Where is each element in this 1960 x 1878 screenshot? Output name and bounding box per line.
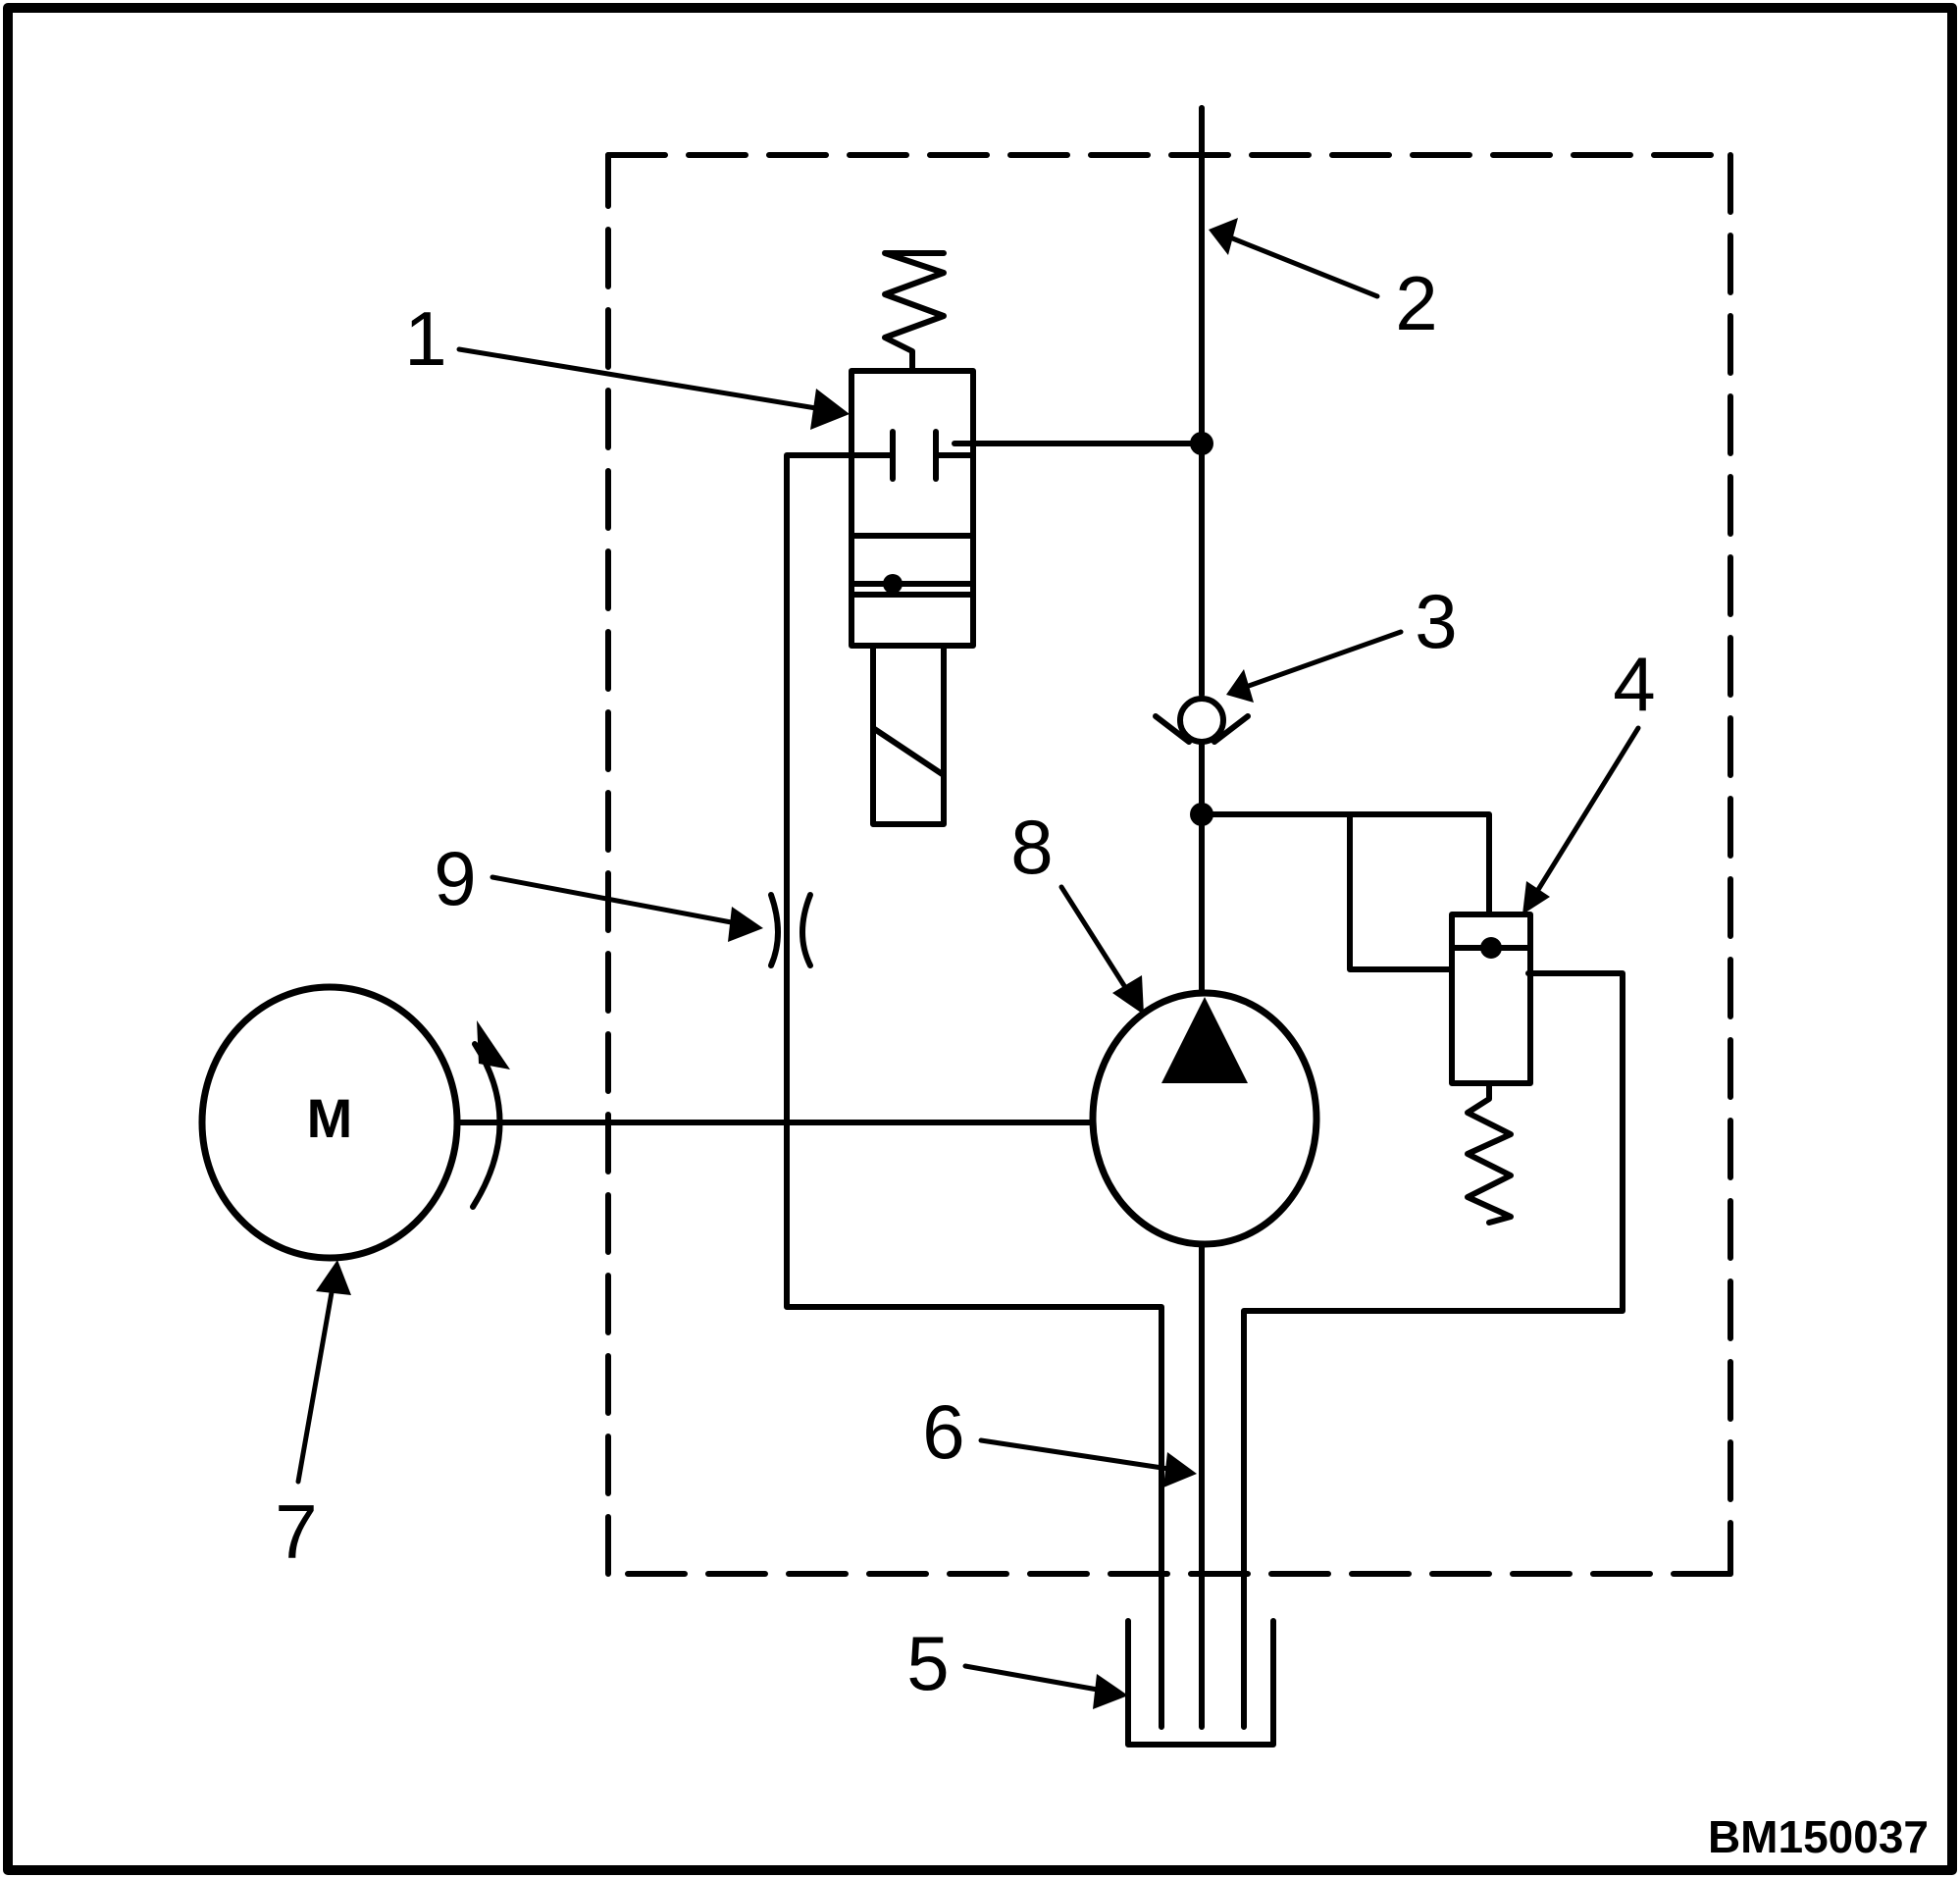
rotation-arrow-icon [470,1020,510,1210]
callout-8: 8 [1010,804,1053,890]
housing-boundary [605,152,1733,1577]
callout-7: 7 [275,1488,317,1575]
relief-valve [1449,912,1533,1226]
return-line-left [784,452,1164,1730]
electric-motor: M [198,983,461,1262]
callout-9: 9 [434,835,476,921]
motor-label: M [307,1087,353,1149]
relief-branch [1199,811,1625,1730]
pump [1089,989,1320,1248]
callout-labels: 1 2 3 4 5 6 7 8 9 [275,260,1655,1706]
restrictor [768,892,813,968]
check-valve [1153,696,1251,745]
figure-code: BM150037 [1708,1811,1929,1862]
reservoir [1125,1618,1276,1748]
outer-frame [3,3,1957,1875]
callout-5: 5 [906,1620,949,1706]
junction-dot [1190,432,1213,455]
leader-arrows [295,218,1641,1709]
solenoid-valve [849,250,976,827]
callout-3: 3 [1415,578,1457,664]
callout-2: 2 [1395,260,1437,346]
callout-1: 1 [404,295,446,382]
callout-4: 4 [1613,641,1655,727]
callout-6: 6 [922,1388,964,1475]
